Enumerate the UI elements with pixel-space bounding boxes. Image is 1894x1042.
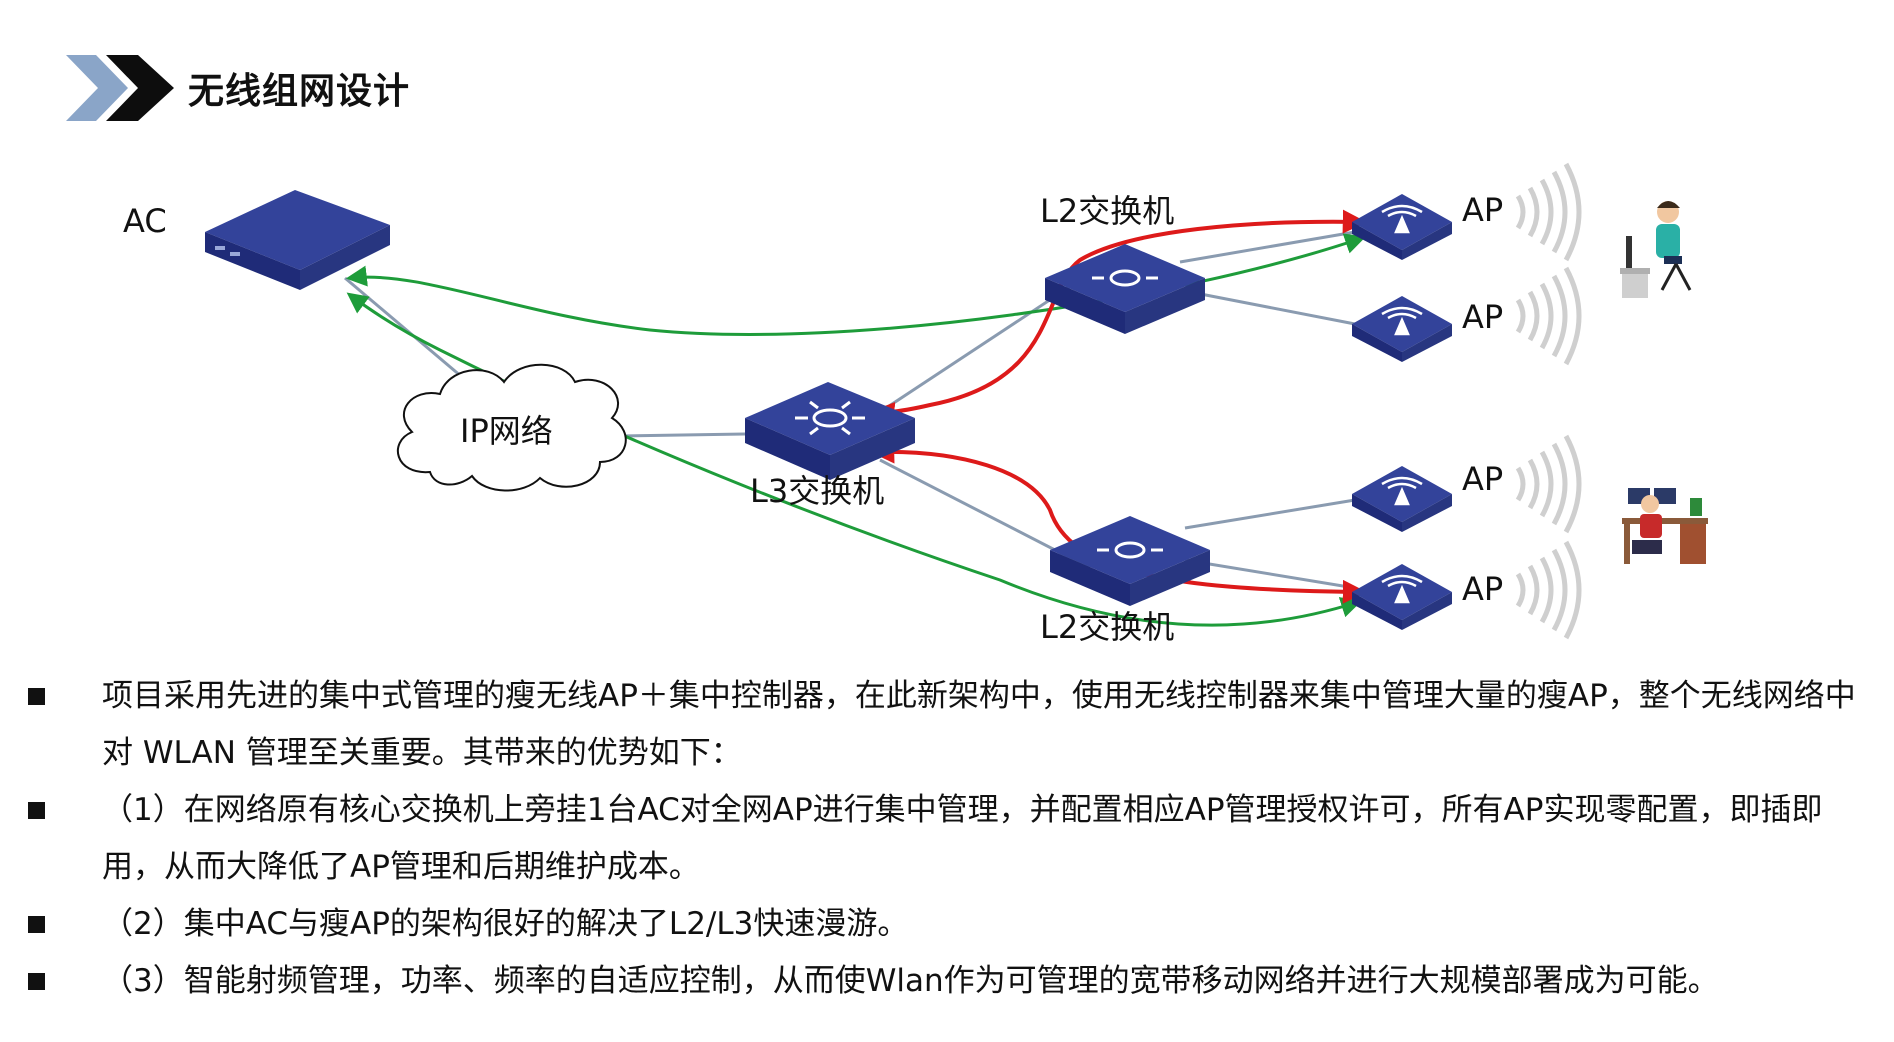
ap-1 — [1352, 194, 1452, 260]
ip-network-label: IP网络 — [460, 412, 553, 450]
bullet-square-icon — [28, 973, 45, 990]
list-item: 项目采用先进的集中式管理的瘦无线AP＋集中控制器，在此新架构中，使用无线控制器来… — [28, 668, 1878, 782]
link-l2bottom-ap3 — [1184, 498, 1356, 530]
wifi-signal-icon — [1515, 434, 1582, 534]
wifi-signal-icon — [1515, 162, 1582, 262]
network-diagram: AC IP网络 L3交换机 L2交换机 — [123, 162, 1708, 646]
tunnel-ap4-ac — [346, 292, 1362, 627]
link-cloud-l3 — [619, 432, 746, 438]
double-chevron-icon — [66, 55, 174, 121]
wifi-signal-icon — [1515, 266, 1582, 366]
benefits-list: 项目采用先进的集中式管理的瘦无线AP＋集中控制器，在此新架构中，使用无线控制器来… — [28, 668, 1878, 1010]
ap-1-label: AP — [1462, 191, 1503, 229]
page-title: 无线组网设计 — [188, 71, 411, 112]
bullet-square-icon — [28, 916, 45, 933]
ac-device — [205, 190, 390, 290]
ac-label: AC — [123, 202, 167, 240]
ip-network-cloud — [396, 363, 627, 492]
ap-2-label: AP — [1462, 298, 1503, 336]
ap-4-label: AP — [1462, 570, 1503, 608]
list-item: （3）智能射频管理，功率、频率的自适应控制，从而使Wlan作为可管理的宽带移动网… — [28, 953, 1878, 1010]
bullet-square-icon — [28, 802, 45, 819]
ap-4 — [1352, 564, 1452, 630]
ap-3-label: AP — [1462, 460, 1503, 498]
roaming-l3-ap4 — [870, 439, 1367, 604]
tunnel-ap1-ac — [345, 233, 1366, 336]
ap-3 — [1352, 466, 1452, 532]
bullet-square-icon — [28, 688, 45, 705]
user-desk-icon — [1622, 488, 1708, 564]
l3-switch — [745, 382, 915, 480]
list-item: （2）集中AC与瘦AP的架构很好的解决了L2/L3快速漫游。 — [28, 896, 1878, 953]
link-l2top-ap1 — [1179, 230, 1356, 264]
link-l2top-ap2 — [1179, 288, 1356, 326]
user-workstation-icon — [1620, 201, 1692, 298]
l2-switch-bottom — [1050, 516, 1210, 606]
header: 无线组网设计 — [66, 52, 410, 124]
ap-2 — [1352, 296, 1452, 362]
l2-switch-top-label: L2交换机 — [1040, 192, 1174, 230]
wifi-signal-icon — [1515, 540, 1582, 640]
list-item: （1）在网络原有核心交换机上旁挂1台AC对全网AP进行集中管理，并配置相应AP管… — [28, 782, 1878, 896]
l2-switch-bottom-label: L2交换机 — [1040, 608, 1174, 646]
l2-switch-top — [1045, 244, 1205, 334]
l3-switch-label: L3交换机 — [750, 472, 884, 510]
